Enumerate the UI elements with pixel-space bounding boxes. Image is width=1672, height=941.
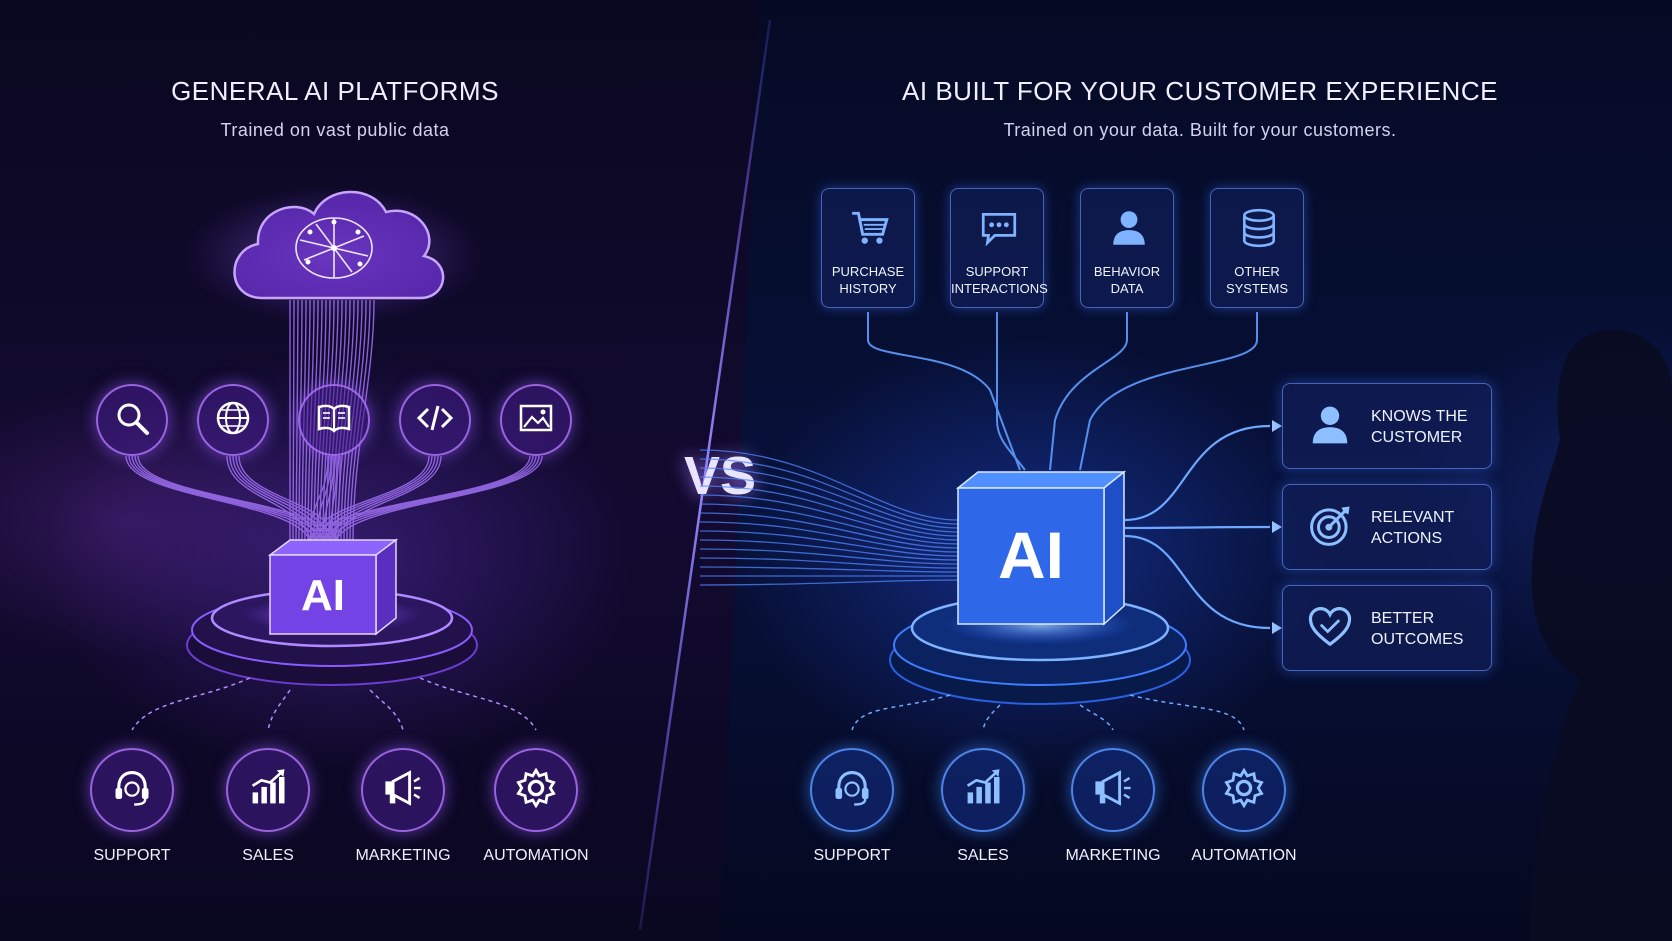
right-output-label: SUPPORT bbox=[813, 847, 891, 864]
left-source-code-icon bbox=[399, 384, 471, 456]
megaphone-icon bbox=[1091, 766, 1135, 814]
globe-icon bbox=[213, 398, 253, 442]
left-title: GENERAL AI PLATFORMS bbox=[171, 76, 499, 106]
search-icon bbox=[112, 398, 152, 442]
right-ai-label: AI bbox=[998, 518, 1064, 592]
chart-icon bbox=[246, 766, 290, 814]
left-output-label: SUPPORT bbox=[93, 847, 171, 864]
left-ai-cube: AI bbox=[267, 538, 399, 636]
right-output-support bbox=[810, 748, 894, 832]
image-icon bbox=[516, 398, 556, 442]
person-silhouette bbox=[1530, 330, 1672, 941]
code-icon bbox=[415, 398, 455, 442]
gear-icon bbox=[514, 766, 558, 814]
right-title: AI BUILT FOR YOUR CUSTOMER EXPERIENCE bbox=[902, 76, 1498, 106]
left-output-support bbox=[90, 748, 174, 832]
left-output-label: MARKETING bbox=[355, 847, 451, 864]
left-output-label: SALES bbox=[242, 847, 294, 864]
right-output-label: MARKETING bbox=[1065, 847, 1161, 864]
headset-icon bbox=[110, 766, 154, 814]
left-ai-label: AI bbox=[301, 571, 345, 620]
left-source-book-icon bbox=[298, 384, 370, 456]
right-output-label: SALES bbox=[957, 847, 1009, 864]
headset-icon bbox=[830, 766, 874, 814]
left-source-search-icon bbox=[96, 384, 168, 456]
right-output-sales bbox=[941, 748, 1025, 832]
chart-icon bbox=[961, 766, 1005, 814]
left-output-marketing bbox=[361, 748, 445, 832]
right-output-marketing bbox=[1071, 748, 1155, 832]
left-diagram: AI bbox=[125, 185, 543, 731]
right-subtitle: Trained on your data. Built for your cus… bbox=[1003, 120, 1397, 140]
left-source-image-icon bbox=[500, 384, 572, 456]
left-output-automation bbox=[494, 748, 578, 832]
megaphone-icon bbox=[381, 766, 425, 814]
left-output-label: AUTOMATION bbox=[483, 847, 589, 864]
right-ai-cube: AI bbox=[955, 470, 1127, 626]
left-source-globe-icon bbox=[197, 384, 269, 456]
right-output-automation bbox=[1202, 748, 1286, 832]
left-subtitle: Trained on vast public data bbox=[220, 120, 450, 140]
left-output-sales bbox=[226, 748, 310, 832]
book-icon bbox=[314, 398, 354, 442]
gear-icon bbox=[1222, 766, 1266, 814]
right-output-label: AUTOMATION bbox=[1191, 847, 1297, 864]
cloud-brain-icon bbox=[184, 185, 484, 325]
